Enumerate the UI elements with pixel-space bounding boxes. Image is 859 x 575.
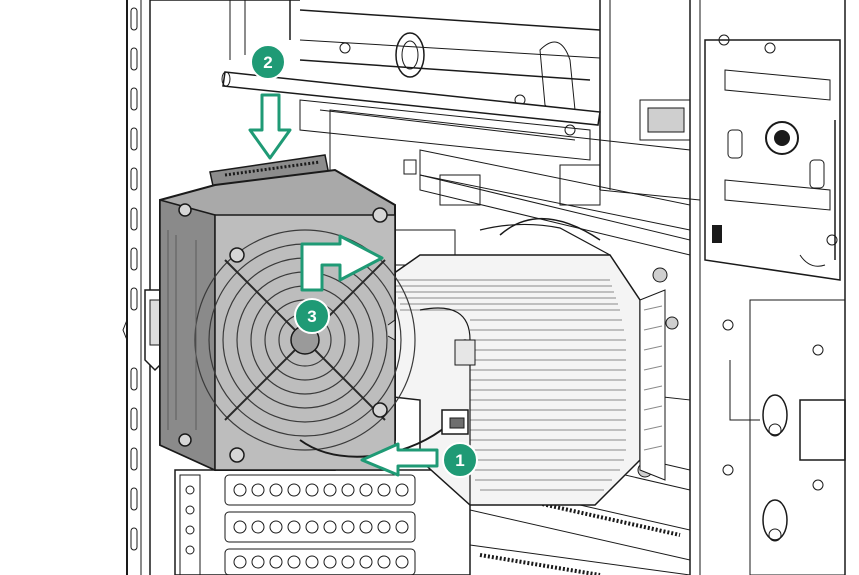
move-right-arrow-icon [300,234,384,292]
left-arrow-icon [360,442,439,477]
down-arrow-icon [248,93,292,160]
motherboard [329,109,691,575]
step-badge-1: 1 [442,442,478,478]
drive-cage [689,0,846,575]
step-badge-2: 2 [250,44,286,80]
chassis-frame [122,0,701,575]
rail-slots [130,7,138,551]
step-badge-3: 3 [294,298,330,334]
step-badge-2-label: 2 [263,53,272,72]
step-badge-1-label: 1 [455,451,464,470]
step-badge-3-label: 3 [307,307,316,326]
heatsink [369,217,679,506]
pci-slots [174,469,471,575]
